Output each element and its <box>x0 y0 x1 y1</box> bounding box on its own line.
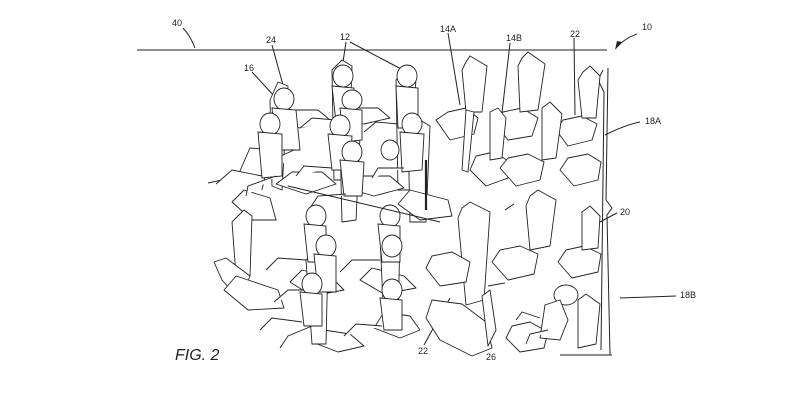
label-10: 10 <box>642 22 652 32</box>
label-14A: 14A <box>440 24 456 34</box>
leader-16 <box>251 71 276 98</box>
label-20: 20 <box>620 207 630 217</box>
label-12: 12 <box>340 32 350 42</box>
label-26: 26 <box>486 352 496 362</box>
leader-24 <box>271 44 284 86</box>
label-14B: 14B <box>506 33 522 43</box>
right-wall-outer <box>605 67 613 356</box>
label-22-bottom: 22 <box>418 346 428 356</box>
label-22-top: 22 <box>570 29 580 39</box>
partition-line <box>287 185 441 223</box>
seat-row-upper-right <box>435 51 602 187</box>
seat-row-lower-right <box>425 189 602 357</box>
leader-40 <box>182 27 196 49</box>
label-18B: 18B <box>680 290 696 300</box>
figure-label: FIG. 2 <box>175 347 220 364</box>
leader-12b <box>349 41 404 71</box>
leader-18A <box>604 121 641 136</box>
label-40: 40 <box>172 18 182 28</box>
leader-22a <box>573 37 576 116</box>
passengers-upper <box>215 64 425 209</box>
person-lower-right <box>515 284 579 345</box>
leader-18B <box>619 295 677 299</box>
floor-tick-3 <box>504 203 515 211</box>
label-18A: 18A <box>645 116 661 126</box>
leader-20 <box>597 212 618 224</box>
arrow-10 <box>616 33 638 48</box>
arrow-10-head <box>615 41 622 50</box>
passengers-lower <box>259 204 403 349</box>
leader-14A <box>447 32 461 106</box>
label-16: 16 <box>244 63 254 73</box>
floor-tick-4 <box>487 282 506 287</box>
leader-12a <box>342 41 347 63</box>
label-24: 24 <box>266 35 276 45</box>
